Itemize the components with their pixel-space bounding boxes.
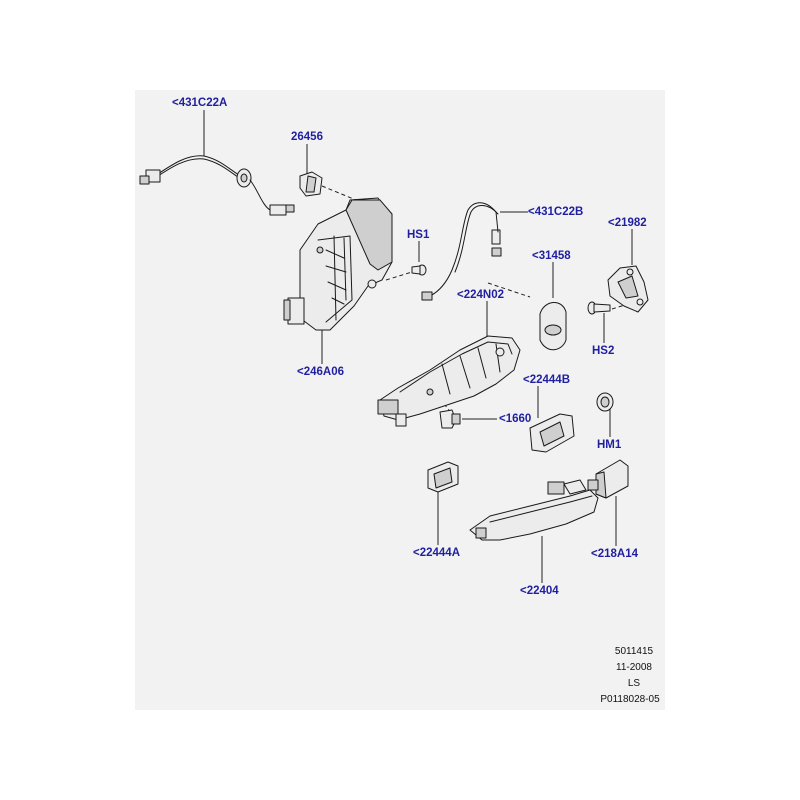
callout-218a14: <218A14 [591, 548, 638, 560]
callout-22444a: <22444A [413, 547, 460, 559]
callout-431c22a: <431C22A [172, 97, 228, 109]
drawing-number: P0118028-05 [600, 694, 660, 705]
callout-22444b: <22444B [523, 374, 570, 386]
screw-hs2 [587, 301, 611, 315]
leader-lines [203, 110, 633, 583]
reference-code: LS [627, 678, 641, 689]
callout-26456: 26456 [291, 131, 323, 143]
screw-hs1 [411, 264, 427, 276]
callout-22404: <22404 [520, 585, 559, 597]
seal-31458 [539, 302, 567, 351]
gasket-22444a [427, 461, 459, 493]
callout-431c22b: <431C22B [528, 206, 584, 218]
reference-number: 5011415 [614, 646, 654, 657]
clip-26456 [299, 171, 323, 197]
striker-21982 [607, 265, 649, 313]
handle-frame-224n02 [377, 335, 521, 427]
cable-431c22b [421, 202, 502, 301]
callout-246a06: <246A06 [297, 366, 344, 378]
grommet-hm1 [596, 392, 614, 412]
callout-224n02: <224N02 [457, 289, 504, 301]
plug-1660 [439, 409, 461, 429]
callout-hm1: HM1 [597, 439, 622, 451]
callout-hs1: HS1 [407, 229, 430, 241]
latch-246a06 [283, 197, 393, 331]
callout-21982: <21982 [608, 217, 647, 229]
gasket-22444b [529, 413, 575, 453]
key-cap-218a14 [587, 459, 629, 499]
callout-31458: <31458 [532, 250, 571, 262]
callout-hs2: HS2 [592, 345, 615, 357]
cable-431c22a [139, 155, 295, 216]
callout-1660: <1660 [499, 413, 532, 425]
handle-22404 [469, 479, 599, 541]
reference-date: 11-2008 [616, 662, 652, 673]
